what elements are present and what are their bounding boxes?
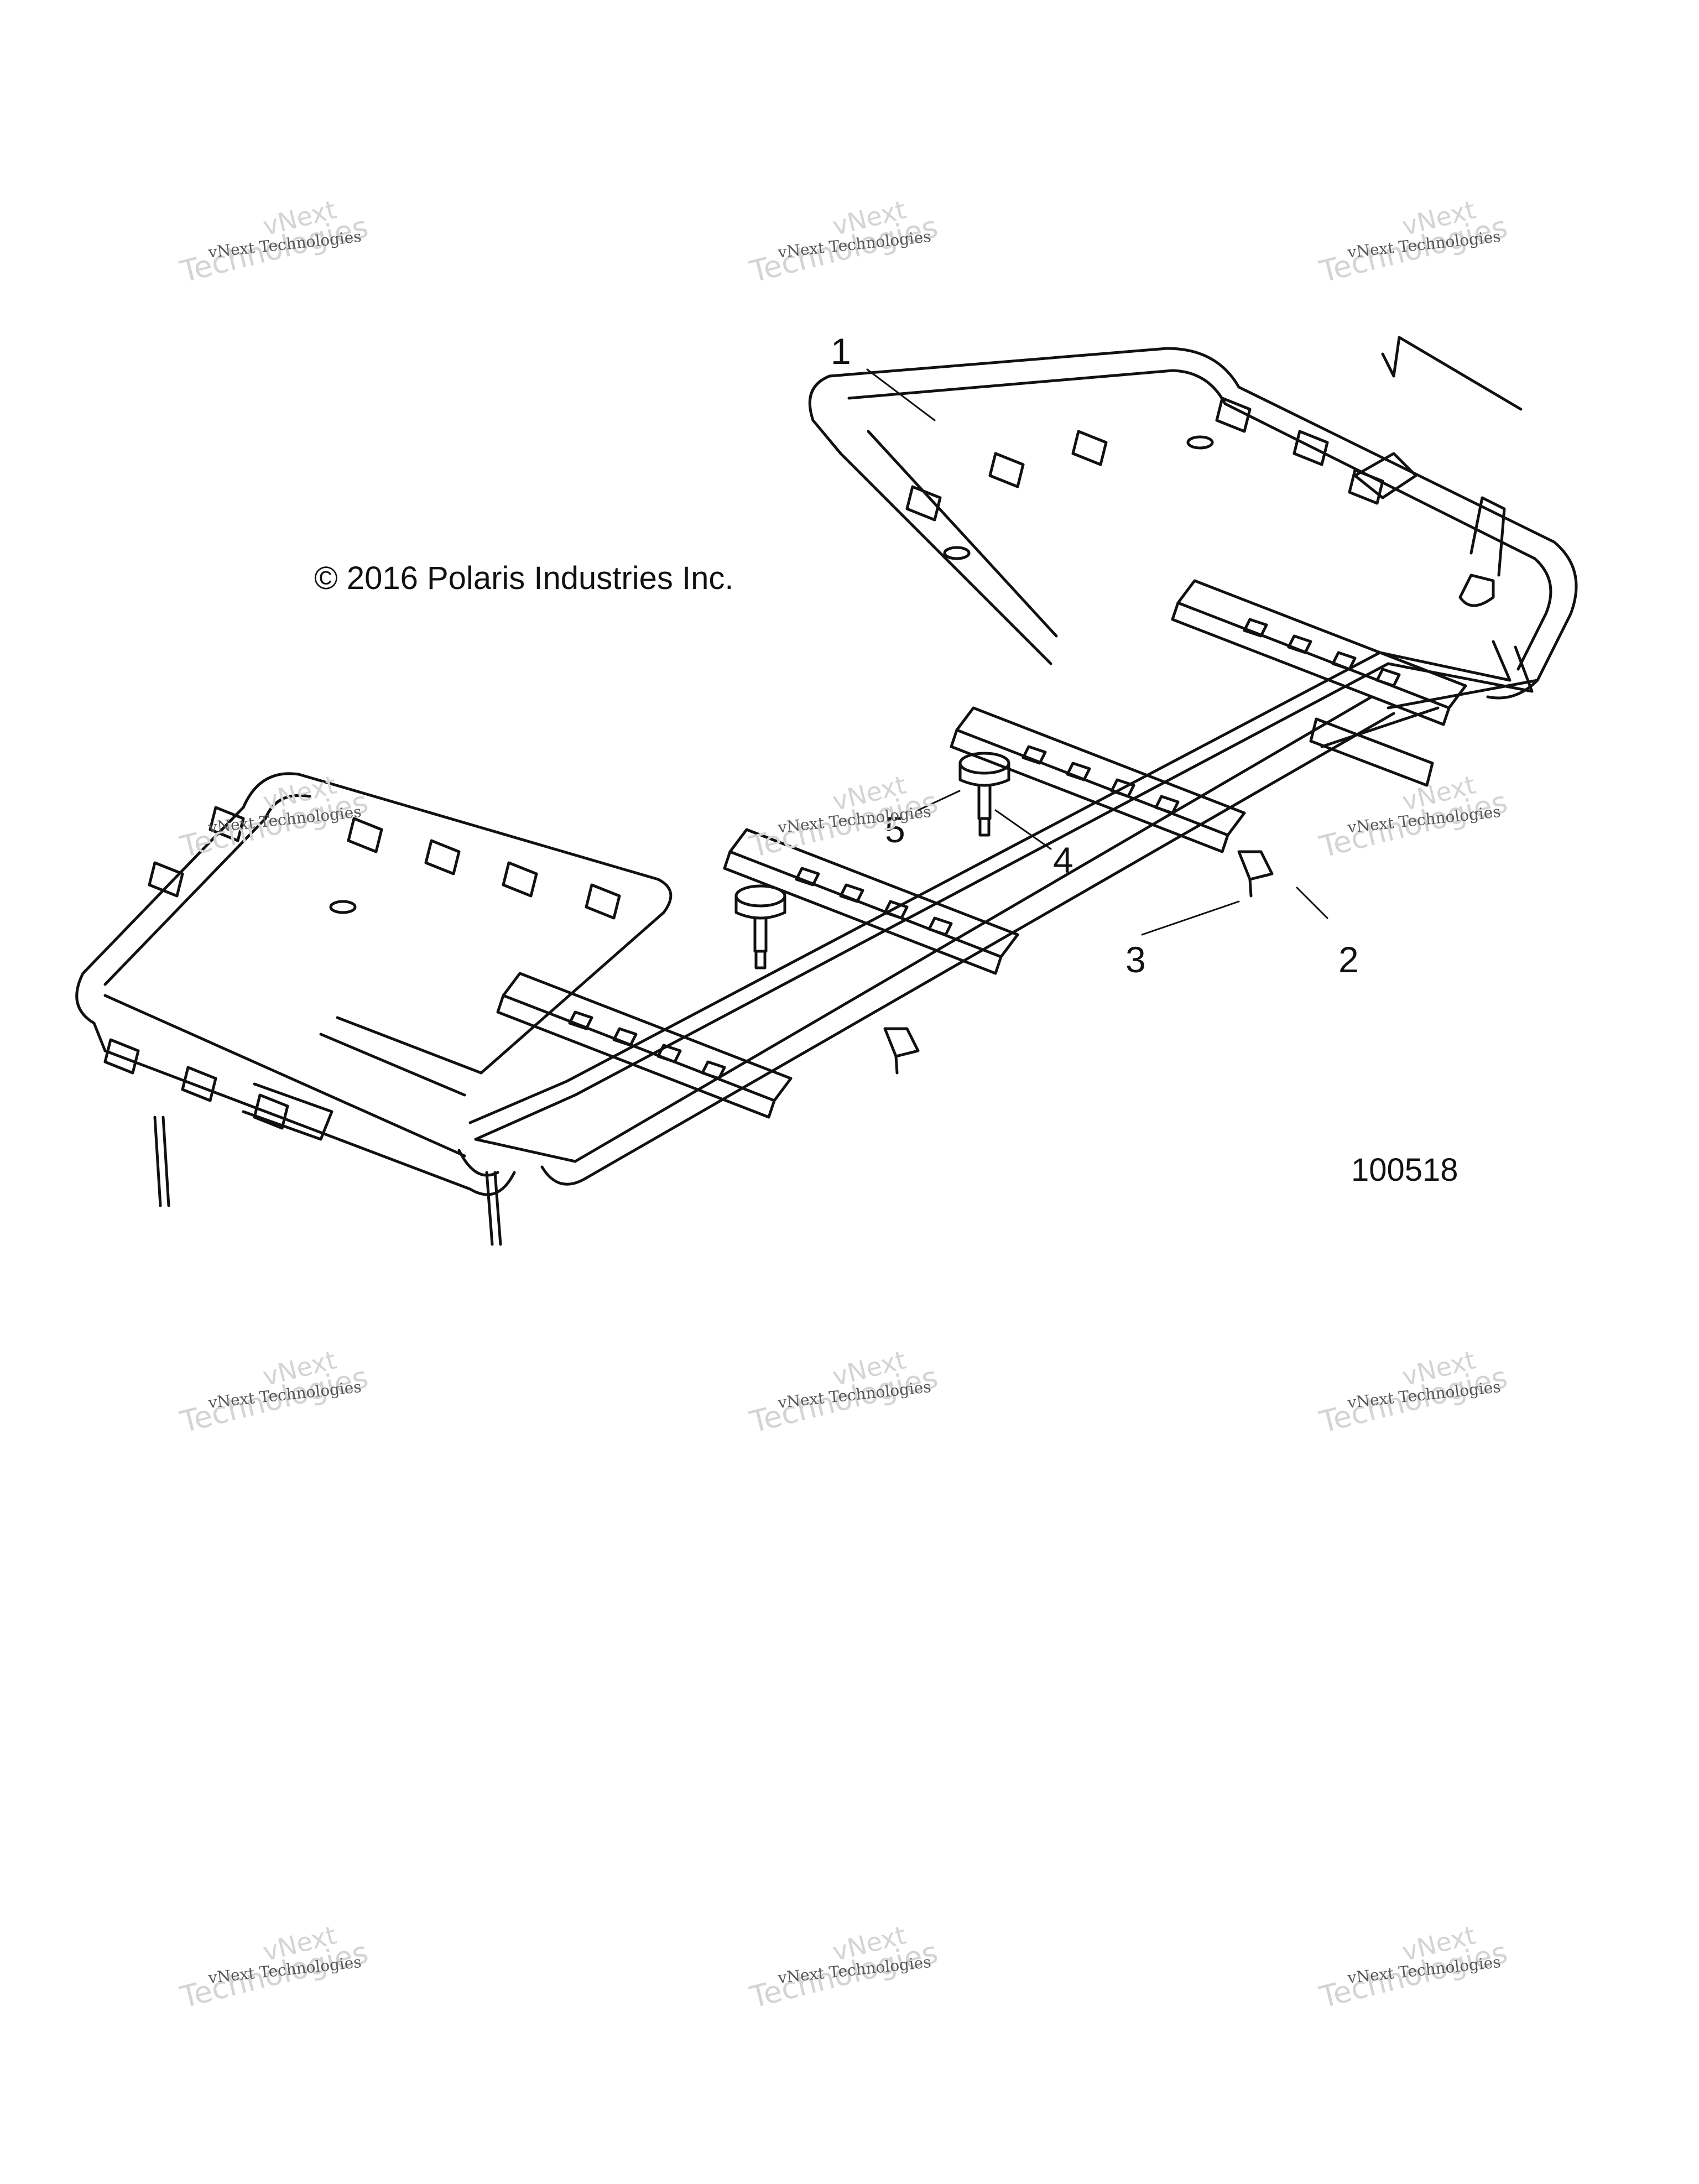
callout-2: 2 xyxy=(1338,939,1359,980)
front-rack-tray xyxy=(75,772,673,1196)
callout-4: 4 xyxy=(1053,840,1073,880)
rear-rack-tray xyxy=(808,336,1578,700)
copyright-notice: © 2016 Polaris Industries Inc. xyxy=(314,560,734,596)
drawing-number: 100518 xyxy=(1351,1152,1458,1188)
callout-5: 5 xyxy=(885,809,905,850)
callout-3: 3 xyxy=(1125,939,1146,980)
fasteners xyxy=(153,752,1274,1246)
cross-bars xyxy=(496,579,1467,1119)
callout-1: 1 xyxy=(831,331,851,372)
leader-lines xyxy=(866,368,1328,936)
main-frame xyxy=(468,640,1539,1186)
